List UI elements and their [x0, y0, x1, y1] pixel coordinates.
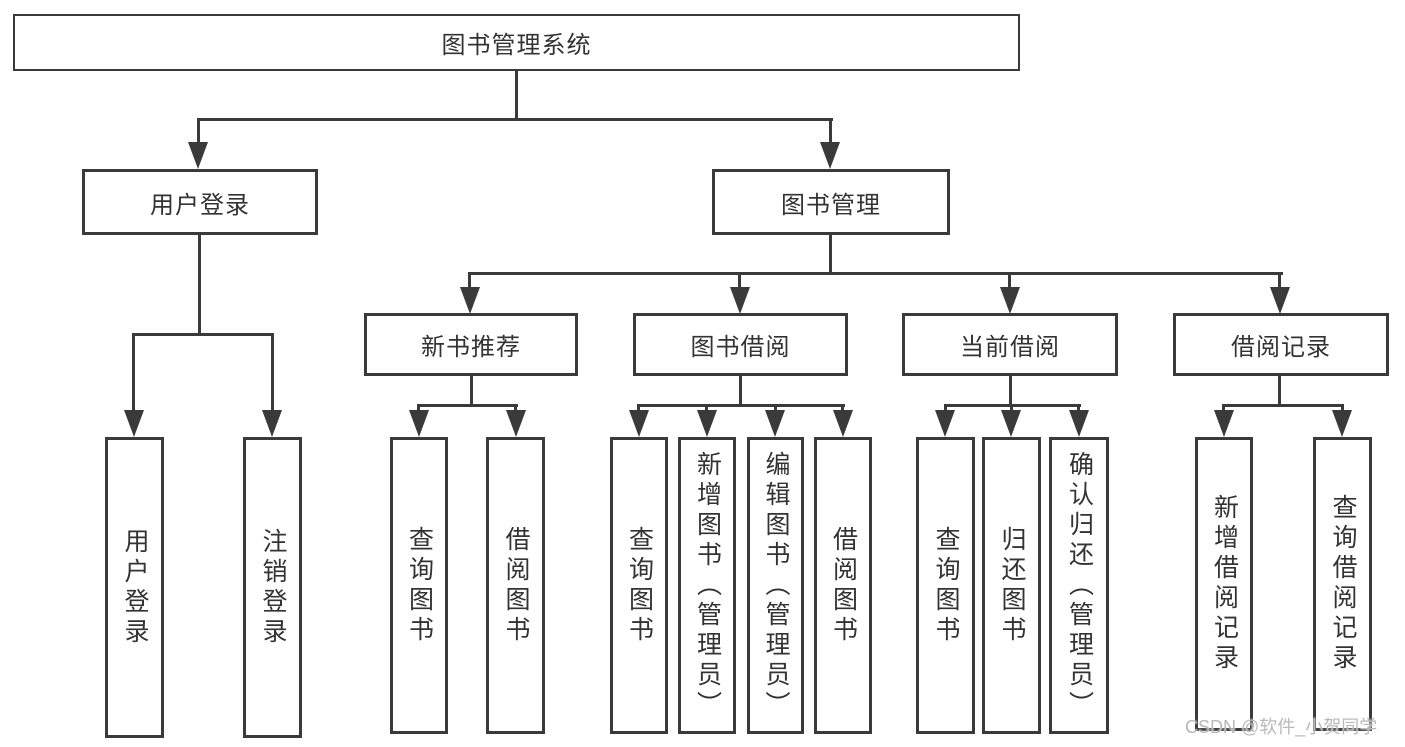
connector-arrow-down-icon: [262, 410, 282, 437]
connector-line: [515, 69, 518, 121]
connector-line: [197, 118, 833, 121]
node-book-management: 图书管理: [712, 169, 950, 235]
leaf-query-borrow-record-label: 查询借阅记录: [1329, 494, 1357, 674]
csdn-watermark: CSDN @软件_小贺同学: [1185, 717, 1378, 737]
connector-line: [470, 374, 473, 407]
connector-line: [1222, 406, 1225, 412]
connector-line: [944, 404, 1081, 407]
connector-arrow-down-icon: [506, 410, 526, 437]
leaf-logout: 注销登录: [243, 437, 302, 738]
connector-arrow-down-icon: [765, 410, 785, 437]
node-system: 图书管理系统: [13, 14, 1020, 71]
node-current-borrow: 当前借阅: [902, 313, 1118, 376]
connector-arrow-down-icon: [1270, 287, 1290, 314]
leaf-confirm-return-admin: 确认归还（管理员）: [1049, 437, 1109, 734]
leaf-edit-books-admin: 编辑图书（管理员）: [747, 437, 804, 734]
leaf-user-login-label: 用户登录: [121, 527, 149, 648]
connector-arrow-down-icon: [629, 410, 649, 437]
connector-line: [829, 233, 832, 275]
connector-line: [1278, 274, 1281, 289]
connector-line: [1008, 274, 1011, 289]
connector-line: [197, 120, 200, 144]
connector-line: [271, 335, 274, 412]
leaf-current-query-books-label: 查询图书: [932, 525, 960, 646]
connector-line: [468, 274, 471, 289]
connector-line: [1222, 404, 1344, 407]
connector-line: [1341, 406, 1344, 412]
connector-arrow-down-icon: [460, 287, 480, 314]
connector-arrow-down-icon: [730, 287, 750, 314]
connector-arrow-down-icon: [1001, 410, 1021, 437]
connector-line: [1010, 406, 1013, 412]
node-user-login-label: 用户登录: [150, 191, 250, 219]
leaf-recommend-borrow-books: 借阅图书: [486, 437, 545, 734]
connector-arrow-down-icon: [1214, 410, 1234, 437]
node-new-book-recommend-label: 新书推荐: [421, 334, 521, 361]
connector-line: [1278, 374, 1281, 407]
leaf-borrow-query-books: 查询图书: [610, 437, 668, 734]
node-system-label: 图书管理系统: [441, 32, 592, 59]
connector-line: [514, 406, 517, 412]
connector-line: [132, 335, 135, 412]
connector-arrow-down-icon: [833, 410, 853, 437]
leaf-current-query-books: 查询图书: [916, 437, 975, 734]
leaf-query-borrow-record: 查询借阅记录: [1313, 437, 1372, 731]
connector-line: [1009, 374, 1012, 407]
node-user-login: 用户登录: [82, 169, 318, 235]
leaf-return-books: 归还图书: [982, 437, 1041, 734]
node-borrow-records-label: 借阅记录: [1231, 334, 1331, 361]
connector-arrow-down-icon: [124, 410, 144, 437]
connector-line: [637, 406, 640, 412]
connector-line: [132, 333, 274, 336]
connector-line: [774, 406, 777, 412]
leaf-return-books-label: 归还图书: [998, 525, 1026, 646]
leaf-add-books-admin: 新增图书（管理员）: [678, 437, 736, 734]
connector-arrow-down-icon: [1332, 410, 1352, 437]
leaf-recommend-query-books-label: 查询图书: [405, 525, 434, 646]
connector-line: [705, 406, 708, 412]
connector-line: [417, 406, 420, 412]
leaf-borrow-query-books-label: 查询图书: [625, 525, 654, 646]
connector-line: [198, 233, 201, 336]
leaf-add-books-admin-label: 新增图书（管理员）: [693, 450, 722, 721]
connector-line: [829, 120, 832, 144]
connector-arrow-down-icon: [409, 410, 429, 437]
connector-line: [1077, 406, 1080, 412]
node-book-management-label: 图书管理: [781, 191, 881, 219]
node-book-borrow-label: 图书借阅: [690, 334, 791, 361]
node-new-book-recommend: 新书推荐: [364, 313, 578, 376]
connector-arrow-down-icon: [697, 410, 717, 437]
leaf-recommend-query-books: 查询图书: [390, 437, 448, 734]
leaf-confirm-return-admin-label: 确认归还（管理员）: [1065, 450, 1094, 721]
connector-arrow-down-icon: [188, 142, 208, 169]
leaf-borrow-borrow-books: 借阅图书: [814, 437, 872, 734]
connector-arrow-down-icon: [935, 410, 955, 437]
connector-line: [841, 406, 844, 412]
connector-line: [739, 374, 742, 407]
connector-line: [468, 272, 1283, 275]
leaf-user-login: 用户登录: [105, 437, 164, 738]
leaf-add-borrow-record: 新增借阅记录: [1195, 437, 1253, 731]
connector-line: [637, 404, 845, 407]
connector-arrow-down-icon: [1069, 410, 1089, 437]
connector-line: [944, 406, 947, 412]
leaf-borrow-borrow-books-label: 借阅图书: [829, 525, 858, 646]
leaf-recommend-borrow-books-label: 借阅图书: [502, 525, 530, 646]
leaf-logout-label: 注销登录: [259, 527, 287, 648]
node-book-borrow: 图书借阅: [633, 313, 848, 376]
connector-line: [417, 404, 518, 407]
connector-arrow-down-icon: [1000, 287, 1020, 314]
connector-arrow-down-icon: [820, 142, 840, 169]
leaf-edit-books-admin-label: 编辑图书（管理员）: [762, 450, 790, 721]
node-current-borrow-label: 当前借阅: [960, 334, 1060, 361]
node-borrow-records: 借阅记录: [1173, 313, 1389, 376]
leaf-add-borrow-record-label: 新增借阅记录: [1210, 494, 1239, 674]
connector-line: [738, 274, 741, 289]
